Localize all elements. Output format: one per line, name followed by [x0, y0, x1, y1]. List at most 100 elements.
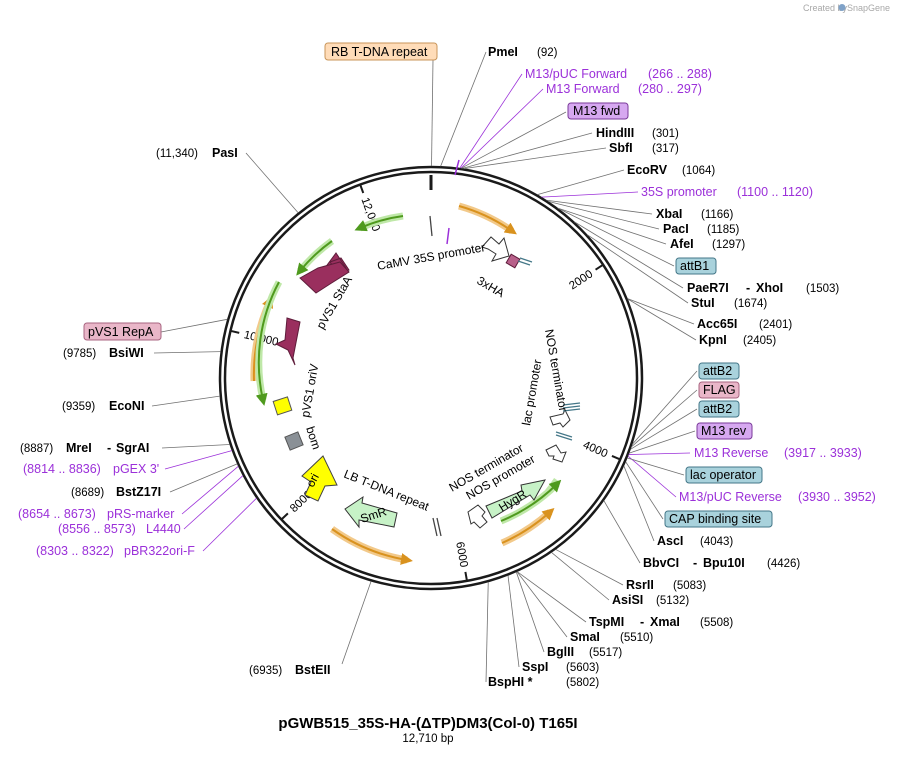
leader-line	[169, 463, 238, 493]
backbone	[218, 165, 644, 591]
svg-text:attB2: attB2	[703, 402, 732, 416]
leader-line	[464, 147, 607, 169]
leader-line	[341, 581, 372, 665]
primer-position: (280 .. 297)	[638, 82, 702, 96]
leader-line	[440, 51, 487, 167]
tick-mark	[464, 571, 468, 581]
leader-line	[516, 571, 587, 623]
boxed-feature-labels: RB T-DNA repeat M13 fwd attB1 attB2 FLAG…	[83, 42, 773, 528]
leader-line	[546, 199, 653, 215]
boxed-label-pvs1-repa: pVS1 RepA	[83, 322, 162, 341]
smr-arrow	[344, 495, 398, 529]
lac-promoter-arrow	[549, 408, 571, 428]
leader-line	[574, 221, 684, 289]
enzyme-position: (317)	[652, 143, 679, 155]
primer-position: (266 .. 288)	[648, 67, 712, 81]
enzyme-name: BbvCI	[643, 556, 679, 570]
enzyme-name: BsiWI	[109, 346, 144, 360]
leader-line	[461, 111, 567, 169]
primer-position: (8303 .. 8322)	[36, 544, 114, 558]
snapgene-logo-icon	[838, 4, 846, 11]
leader-line	[431, 59, 434, 167]
enzyme-name: SmaI	[570, 630, 600, 644]
leader-line	[627, 457, 685, 476]
enzyme-name: PacI	[663, 222, 689, 236]
primer-position: (3917 .. 3933)	[784, 446, 862, 460]
enzyme-position: (5508)	[700, 617, 733, 629]
leader-line	[555, 549, 624, 586]
enzyme-name: TspMI	[589, 615, 624, 629]
enzyme-name: Acc65I	[697, 317, 737, 331]
leader-line	[625, 461, 664, 520]
leader-line	[627, 298, 695, 325]
feature-arc-camv	[458, 202, 515, 234]
boxed-label-m13fwd: M13 fwd	[567, 102, 629, 120]
enzyme-position: (6935)	[249, 665, 282, 677]
enzyme-position: (9359)	[62, 401, 95, 413]
leader-line	[485, 582, 489, 683]
leader-line	[181, 466, 239, 515]
enzyme-position: (5802)	[566, 677, 599, 689]
enzyme-position: (1185)	[707, 224, 740, 236]
leader-line	[459, 73, 523, 169]
camv-label: CaMV 35S promoter	[376, 240, 486, 273]
ori-arrow	[301, 455, 338, 502]
boxed-label-attb2-top: attB2	[698, 362, 740, 380]
enzyme-name: MreI	[66, 441, 92, 455]
leader-line	[245, 152, 299, 214]
enzyme-dash: -	[746, 281, 750, 295]
leader-line	[460, 88, 544, 169]
ori-label: ori	[303, 471, 322, 489]
enzyme-name: PaeR7I	[687, 281, 729, 295]
leader-line	[551, 552, 610, 601]
primer-name: M13/pUC Forward	[525, 67, 627, 81]
enzyme-position: (1503)	[806, 283, 839, 295]
enzyme-position: (1166)	[701, 209, 734, 221]
enzyme-position: (2401)	[759, 319, 792, 331]
nos-promoter-arrow	[467, 504, 488, 529]
leader-line	[557, 207, 667, 245]
leader-line	[183, 475, 244, 530]
primer-position: (1100 .. 1120)	[737, 185, 813, 199]
enzyme-name: RsrII	[626, 578, 654, 592]
leader-line	[202, 498, 257, 552]
svg-text:FLAG: FLAG	[703, 383, 736, 397]
leader-line	[631, 389, 698, 447]
boxed-label-attb1: attB1	[675, 257, 717, 275]
leader-line	[541, 191, 639, 198]
enzyme-name: BglII	[547, 645, 574, 659]
svg-text:M13 rev: M13 rev	[701, 424, 747, 438]
leader-line	[586, 234, 689, 304]
tick-label: 4000	[581, 439, 609, 460]
enzyme-position: (1674)	[734, 298, 767, 310]
svg-text:attB1: attB1	[680, 259, 709, 273]
svg-text:lac operator: lac operator	[690, 468, 756, 482]
enzyme-dash: -	[640, 615, 644, 629]
enzyme-name: AsiSI	[612, 593, 643, 607]
oriv-label: pVS1 oriV	[298, 363, 321, 419]
leader-line	[627, 455, 677, 498]
enzyme-name: EcoRV	[627, 163, 668, 177]
bom-label: bom	[303, 425, 324, 452]
tick-label: 6000	[453, 541, 469, 568]
primer-labels: M13/pUC Forward (266 .. 288) M13 Forward…	[18, 67, 876, 558]
enzyme-position: (5132)	[656, 595, 689, 607]
enzyme-position: (5083)	[673, 580, 706, 592]
primer-name: M13 Forward	[546, 82, 620, 96]
enzyme-name: BstZ17I	[116, 485, 161, 499]
enzyme-name: PmeI	[488, 45, 518, 59]
boxed-label-m13rev: M13 rev	[696, 422, 753, 440]
tick-mark	[231, 330, 240, 334]
camv-arrow	[481, 236, 510, 262]
enzyme-position: (1064)	[682, 165, 715, 177]
hygr-arrow	[485, 479, 546, 519]
enzyme-position: (5603)	[566, 662, 599, 674]
enzyme-name: AscI	[657, 534, 683, 548]
primer-name: pRS-marker	[107, 507, 174, 521]
primer-name: L4440	[146, 522, 181, 536]
leader-line	[632, 370, 698, 445]
primer-name: M13/pUC Reverse	[679, 490, 782, 504]
oriv-arrow	[274, 317, 301, 366]
svg-text:pVS1 RepA: pVS1 RepA	[88, 325, 154, 339]
